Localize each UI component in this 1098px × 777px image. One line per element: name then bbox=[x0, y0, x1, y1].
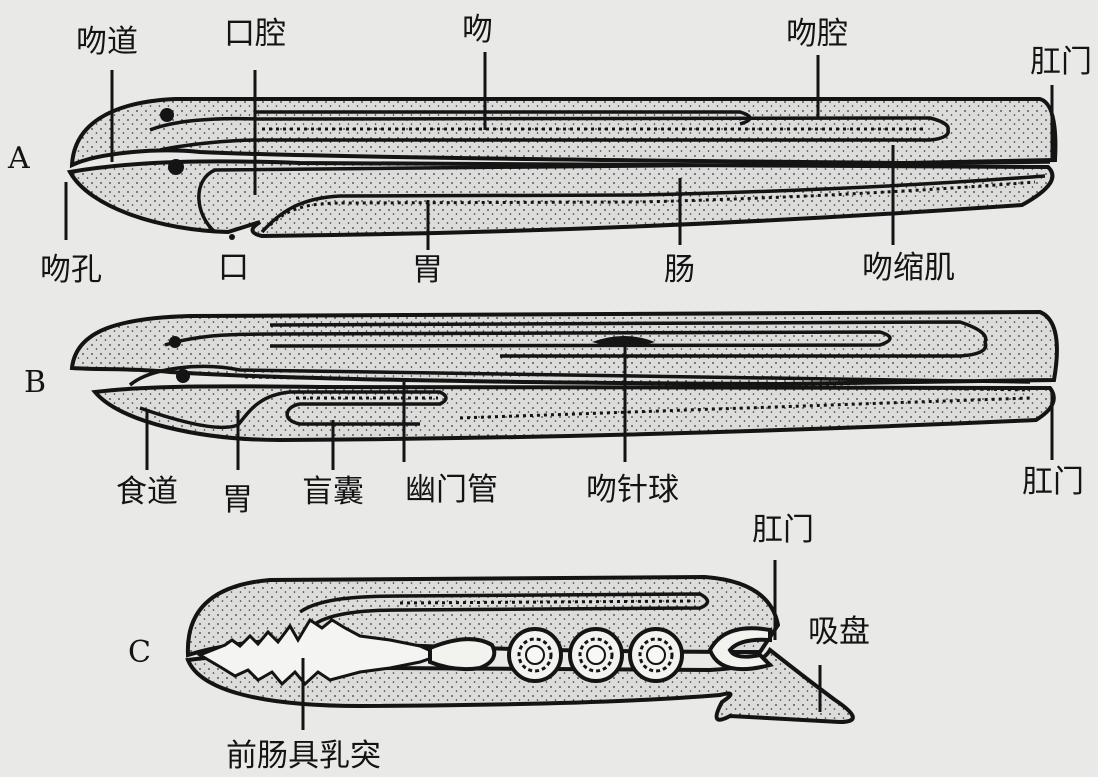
panel-b-upper-body bbox=[69, 309, 1059, 387]
panel-b-ganglion-upper bbox=[169, 336, 181, 348]
label-b-pyloric-tube: 幽门管 bbox=[405, 472, 498, 508]
panel-a-ganglion-lower bbox=[168, 159, 184, 175]
label-c-anus: 肛门 bbox=[752, 512, 814, 548]
label-a-anus: 肛门 bbox=[1030, 44, 1092, 80]
label-c-sucker: 吸盘 bbox=[808, 614, 870, 650]
label-a-proboscis: 吻 bbox=[462, 12, 493, 48]
panel-a-intestine bbox=[260, 174, 1046, 234]
panel-a: A 吻道 口腔 吻 吻腔 肛门 吻孔 口 胃 肠 吻缩肌 bbox=[7, 12, 1092, 288]
panel-c-proboscis-inner bbox=[399, 599, 696, 605]
panel-b-ganglion-lower bbox=[176, 369, 190, 383]
panel-c-gut-ring-2 bbox=[568, 627, 624, 683]
panel-a-gut bbox=[197, 160, 1051, 234]
panel-a-upper-body bbox=[69, 97, 1058, 169]
panel-a-intestine-dashes bbox=[268, 180, 1036, 227]
panel-b-stomach bbox=[139, 390, 448, 429]
label-a-stomach: 胃 bbox=[412, 252, 443, 288]
panel-c-gut-ring-1 bbox=[507, 627, 563, 683]
label-b-stylet-bulb: 吻针球 bbox=[586, 472, 679, 508]
label-b-esophagus: 食道 bbox=[116, 474, 178, 510]
panel-b: B 食道 胃 盲囊 幽门管 吻针球 肛门 bbox=[24, 309, 1084, 518]
panel-a-lower-body bbox=[66, 159, 1055, 239]
label-a-mouth: 口 bbox=[218, 250, 249, 286]
panel-c-gut-pouch-1 bbox=[428, 637, 497, 672]
label-a-buccal-cavity: 口腔 bbox=[224, 16, 286, 52]
panel-b-proboscis-outer bbox=[269, 320, 988, 358]
label-a-rhynchocoel: 吻腔 bbox=[786, 16, 848, 52]
panel-c-anal-loop bbox=[707, 626, 774, 672]
label-b-stomach: 胃 bbox=[222, 482, 253, 518]
panel-b-stylet-bulb bbox=[592, 336, 655, 347]
panel-b-proboscis-tube bbox=[164, 330, 892, 348]
panel-b-esophagus bbox=[128, 364, 1031, 387]
panel-b-esophagus-dashes bbox=[244, 375, 1031, 392]
label-a-proboscis-pore: 吻孔 bbox=[40, 252, 102, 288]
panel-a-ganglion-upper bbox=[160, 108, 174, 122]
panel-c-proboscis-tube bbox=[298, 592, 710, 626]
panel-c-letter: C bbox=[128, 635, 151, 670]
panel-c-gut-ring-3 bbox=[628, 627, 684, 683]
panel-a-rhynchocoel bbox=[255, 110, 752, 126]
panel-a-letter: A bbox=[7, 141, 30, 176]
panel-a-proboscis-tube bbox=[149, 116, 950, 152]
label-b-caecum: 盲囊 bbox=[302, 474, 364, 510]
label-b-anus: 肛门 bbox=[1022, 464, 1084, 500]
label-a-proboscis-passage: 吻道 bbox=[76, 24, 138, 60]
panel-a-mouth-dot bbox=[229, 234, 235, 240]
panel-c-foregut bbox=[196, 617, 445, 687]
label-a-intestine: 肠 bbox=[664, 252, 695, 288]
panel-c: C 肛门 吸盘 前肠具乳突 bbox=[128, 512, 870, 774]
panel-b-letter: B bbox=[24, 365, 46, 400]
label-a-retractor: 吻缩肌 bbox=[862, 250, 955, 286]
label-c-foregut-papillae: 前肠具乳突 bbox=[226, 738, 381, 774]
